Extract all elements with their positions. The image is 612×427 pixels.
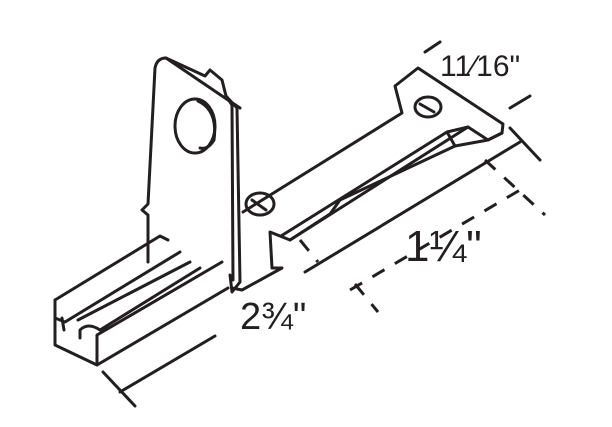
screw-hole-1: [244, 191, 276, 217]
horizontal-arm: [230, 66, 505, 292]
channel-foot: [53, 234, 230, 367]
arm-rail: [279, 125, 504, 242]
dim-width-ticks: [423, 40, 532, 110]
dim-offset-label: 1¼": [405, 222, 482, 271]
dim-length-line: [101, 126, 542, 408]
plate-edge: [164, 56, 242, 282]
dim-offset-line: [349, 188, 521, 292]
dim-length-label: 2¾": [240, 296, 307, 338]
screw-hole-2: [413, 95, 443, 119]
dim-width-label: 11⁄16": [440, 50, 521, 83]
dim-offset-ticks: [298, 158, 547, 313]
vertical-plate: [140, 56, 242, 294]
hole-inner: [196, 99, 217, 150]
